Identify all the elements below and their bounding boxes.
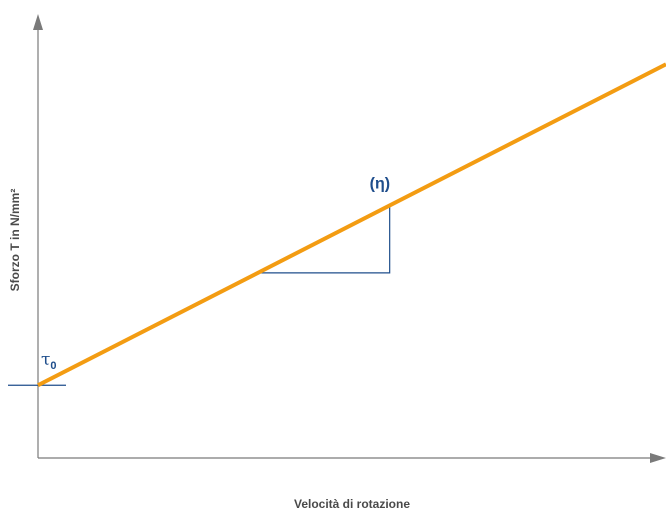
- y-axis-label: Sforzo T in N/mm²: [8, 189, 22, 292]
- x-axis-label: Velocità di rotazione: [294, 497, 410, 511]
- slope-label: (η): [370, 175, 390, 192]
- series-line: [37, 62, 666, 388]
- slope-triangle: [257, 205, 391, 274]
- y-axis-arrow: [33, 14, 43, 30]
- intercept-label: τ0: [41, 350, 57, 372]
- x-axis-arrow: [650, 453, 666, 463]
